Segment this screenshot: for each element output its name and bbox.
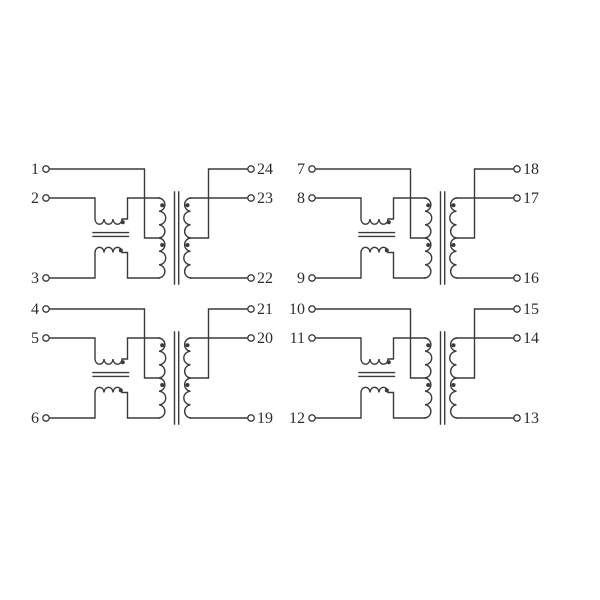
pin-label: 3: [31, 270, 39, 287]
pin-label: 18: [523, 161, 539, 178]
transformer-symbol: [308, 165, 521, 285]
pin-label: 13: [523, 410, 539, 427]
pin-label: 4: [31, 301, 39, 318]
transformer-symbol: [42, 165, 255, 285]
pin-label: 5: [31, 330, 39, 347]
pin-label: 16: [523, 270, 539, 287]
pin-label: 1: [31, 161, 39, 178]
pin-label: 17: [523, 190, 539, 207]
pin-label: 12: [289, 410, 305, 427]
transformer-unit-4: 10 11 12 15 14 13: [289, 301, 539, 427]
pin-label: 21: [257, 301, 273, 318]
pin-label: 7: [297, 161, 305, 178]
transformer-unit-3: 4 5 6 21 20 19: [31, 301, 273, 427]
pin-label: 24: [257, 161, 273, 178]
pin-label: 15: [523, 301, 539, 318]
pin-label: 2: [31, 190, 39, 207]
pin-label: 14: [523, 330, 539, 347]
transformer-symbol: [308, 305, 521, 425]
transformer-unit-2: 7 8 9 18 17 16: [297, 161, 539, 287]
pin-label: 19: [257, 410, 273, 427]
transformer-unit-1: 1 2 3 24 23 22: [31, 161, 273, 287]
pin-label: 20: [257, 330, 273, 347]
pin-label: 9: [297, 270, 305, 287]
pin-label: 11: [290, 330, 305, 347]
pin-label: 10: [289, 301, 305, 318]
pin-label: 23: [257, 190, 273, 207]
transformer-symbol: [42, 305, 255, 425]
pin-label: 8: [297, 190, 305, 207]
pin-label: 22: [257, 270, 273, 287]
pin-label: 6: [31, 410, 39, 427]
